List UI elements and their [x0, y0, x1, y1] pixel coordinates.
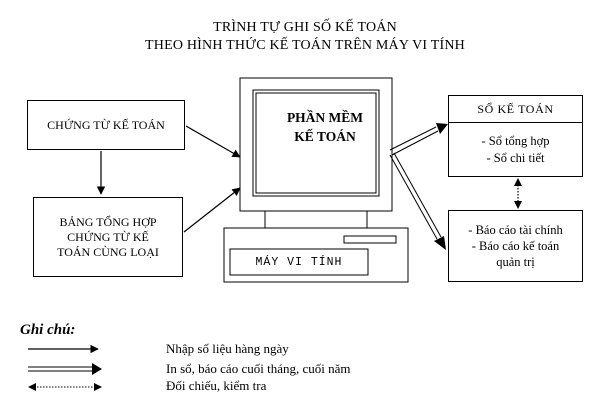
- box-chung-tu-ke-toan: CHỨNG TỪ KẾ TOÁN: [27, 100, 185, 150]
- legend-item-cross-check: Đối chiếu, kiểm tra: [166, 378, 267, 393]
- box-so-ke-toan-header: SỔ KẾ TOÁN: [449, 96, 582, 123]
- arrow-chungtu-to-phanmem: [185, 125, 241, 158]
- box-bang-tong-hop-line-3: TOÁN CÙNG LOẠI: [57, 244, 159, 259]
- title-line-2: THEO HÌNH THỨC KẾ TOÁN TRÊN MÁY VI TÍNH: [145, 38, 465, 53]
- screen-phan-mem-ke-toan: PHẦN MỀM KẾ TOÁN: [260, 108, 390, 146]
- box-so-ke-toan: SỔ KẾ TOÁN - Sổ tổng hợp - Sổ chi tiết: [448, 95, 583, 177]
- title-line-1: TRÌNH TỰ GHI SỐ KẾ TOÁN: [213, 20, 397, 35]
- screen-text-line-2: KẾ TOÁN: [294, 129, 356, 144]
- legend-item-daily-entry: Nhập số liệu hàng ngày: [166, 341, 289, 356]
- dotted-bidirectional-arrow: [514, 178, 522, 209]
- bao-cao-line-2: - Báo cáo kế toán: [471, 239, 560, 253]
- box-bao-cao: - Báo cáo tài chính - Báo cáo kế toán qu…: [448, 210, 583, 282]
- double-arrow-to-baocao: [389, 152, 446, 250]
- cpu-label-may-vi-tinh: MÁY VI TÍNH: [255, 255, 343, 269]
- bao-cao-line-3: quản trị: [496, 255, 535, 269]
- box-chung-tu-label: CHỨNG TỪ KẾ TOÁN: [47, 117, 165, 132]
- legend-double-arrow: [28, 363, 102, 375]
- bao-cao-line-1: - Báo cáo tài chính: [468, 223, 563, 237]
- box-bang-tong-hop: BẢNG TỔNG HỢP CHỨNG TỪ KẾ TOÁN CÙNG LOẠI: [33, 197, 183, 277]
- legend-item-print-reports: In sổ, báo cáo cuối tháng, cuối năm: [166, 361, 351, 376]
- box-bang-tong-hop-line-2: CHỨNG TỪ KẾ: [67, 229, 149, 244]
- legend-dotted-arrow: [28, 383, 102, 391]
- so-ke-toan-item-tong-hop: - Sổ tổng hợp: [481, 134, 550, 148]
- double-arrow-to-soketoan: [389, 123, 448, 156]
- box-bang-tong-hop-line-1: BẢNG TỔNG HỢP: [59, 214, 157, 229]
- computer-monitor-icon: [239, 77, 393, 229]
- so-ke-toan-item-chi-tiet: - Sổ chi tiết: [486, 151, 545, 165]
- arrow-bangtonghop-to-phanmem: [183, 187, 241, 233]
- legend-title: Ghi chú:: [20, 322, 76, 338]
- computer-cpu-icon: [223, 227, 409, 283]
- screen-text-line-1: PHẦN MỀM: [286, 110, 364, 125]
